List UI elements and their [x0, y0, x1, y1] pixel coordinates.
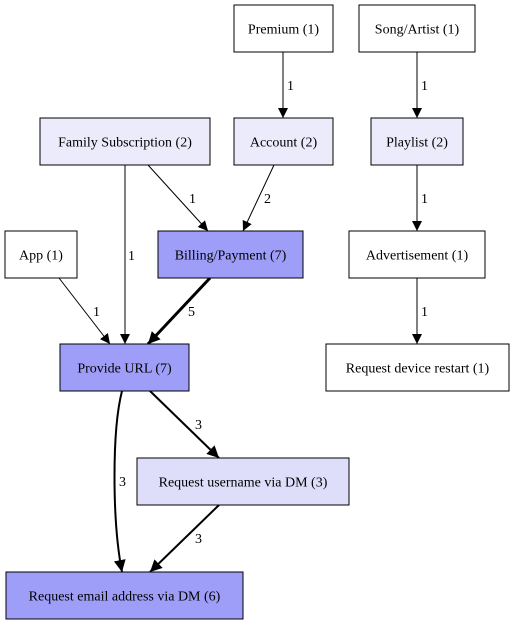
- edge-playlist-ad: 1: [412, 165, 428, 231]
- node-box-billing[interactable]: [157, 230, 304, 279]
- node-box-provide_url[interactable]: [59, 343, 190, 392]
- edge-song-playlist: 1: [412, 52, 428, 118]
- edge-label-ad-restart: 1: [421, 305, 428, 320]
- edge-line-billing-url: [146, 276, 212, 346]
- node-family[interactable]: Family Subscription (2): [39, 117, 211, 166]
- edge-label-family-url: 1: [128, 249, 135, 264]
- edge-label-account-billing: 2: [264, 192, 271, 207]
- edge-ad-restart: 1: [412, 278, 428, 344]
- node-label-advertisement: Advertisement (1): [366, 249, 469, 264]
- edge-app-url: 1: [58, 277, 111, 345]
- edge-family-url: 1: [120, 165, 135, 344]
- edge-line-family-billing: [147, 164, 209, 232]
- node-label-billing: Billing/Payment (7): [175, 249, 287, 264]
- node-song_artist[interactable]: Song/Artist (1): [358, 4, 476, 53]
- node-app[interactable]: App (1): [4, 230, 78, 279]
- edge-label-song-playlist: 1: [421, 79, 428, 94]
- node-label-premium: Premium (1): [248, 23, 319, 38]
- node-label-app: App (1): [19, 249, 63, 264]
- node-label-song_artist: Song/Artist (1): [375, 23, 460, 38]
- edge-label-url-email: 3: [119, 475, 126, 490]
- node-provide_url[interactable]: Provide URL (7): [59, 343, 190, 392]
- edge-premium-account: 1: [278, 52, 294, 118]
- node-billing[interactable]: Billing/Payment (7): [157, 230, 304, 279]
- edge-account-billing: 2: [242, 164, 275, 232]
- node-box-restart[interactable]: [325, 343, 510, 392]
- edge-line-url-email: [113, 390, 126, 573]
- edge-label-username-email: 3: [195, 532, 202, 547]
- edge-label-family-billing: 1: [189, 192, 196, 207]
- node-box-song_artist[interactable]: [358, 4, 476, 53]
- edge-family-billing: 1: [147, 164, 209, 232]
- node-box-family[interactable]: [39, 117, 211, 166]
- edge-url-email: 3: [113, 390, 126, 573]
- node-box-advertisement[interactable]: [348, 230, 486, 279]
- edge-billing-url: 5: [146, 276, 212, 346]
- edge-label-playlist-ad: 1: [421, 192, 428, 207]
- edge-label-url-username: 3: [195, 418, 202, 433]
- node-box-username[interactable]: [136, 457, 350, 506]
- node-playlist[interactable]: Playlist (2): [370, 117, 464, 166]
- node-box-account[interactable]: [233, 117, 334, 166]
- edge-username-email: 3: [149, 504, 220, 573]
- node-restart[interactable]: Request device restart (1): [325, 343, 510, 392]
- edge-label-billing-url: 5: [188, 305, 195, 320]
- node-label-family: Family Subscription (2): [58, 136, 192, 151]
- node-box-app[interactable]: [4, 230, 78, 279]
- node-box-playlist[interactable]: [370, 117, 464, 166]
- edge-line-username-email: [149, 504, 220, 573]
- edges-layer: 1 1 1 2 1 1 1 5 1 3 3 3: [58, 52, 428, 573]
- edge-line-app-url: [58, 277, 111, 345]
- node-label-username: Request username via DM (3): [159, 476, 328, 491]
- node-label-restart: Request device restart (1): [346, 362, 490, 377]
- edge-label-app-url: 1: [93, 305, 100, 320]
- node-email[interactable]: Request email address via DM (6): [5, 571, 244, 620]
- edge-line-url-username: [149, 390, 220, 459]
- node-label-playlist: Playlist (2): [386, 136, 448, 151]
- node-label-account: Account (2): [250, 136, 318, 151]
- nodes-layer: Premium (1) Song/Artist (1) Family Subscri…: [4, 4, 510, 620]
- edge-line-account-billing: [242, 164, 275, 232]
- node-box-email[interactable]: [5, 571, 244, 620]
- node-advertisement[interactable]: Advertisement (1): [348, 230, 486, 279]
- node-label-email: Request email address via DM (6): [29, 590, 221, 605]
- edge-label-premium-account: 1: [287, 79, 294, 94]
- edge-url-username: 3: [149, 390, 220, 459]
- node-label-provide_url: Provide URL (7): [77, 362, 172, 377]
- node-username[interactable]: Request username via DM (3): [136, 457, 350, 506]
- node-account[interactable]: Account (2): [233, 117, 334, 166]
- node-premium[interactable]: Premium (1): [233, 4, 334, 53]
- node-box-premium[interactable]: [233, 4, 334, 53]
